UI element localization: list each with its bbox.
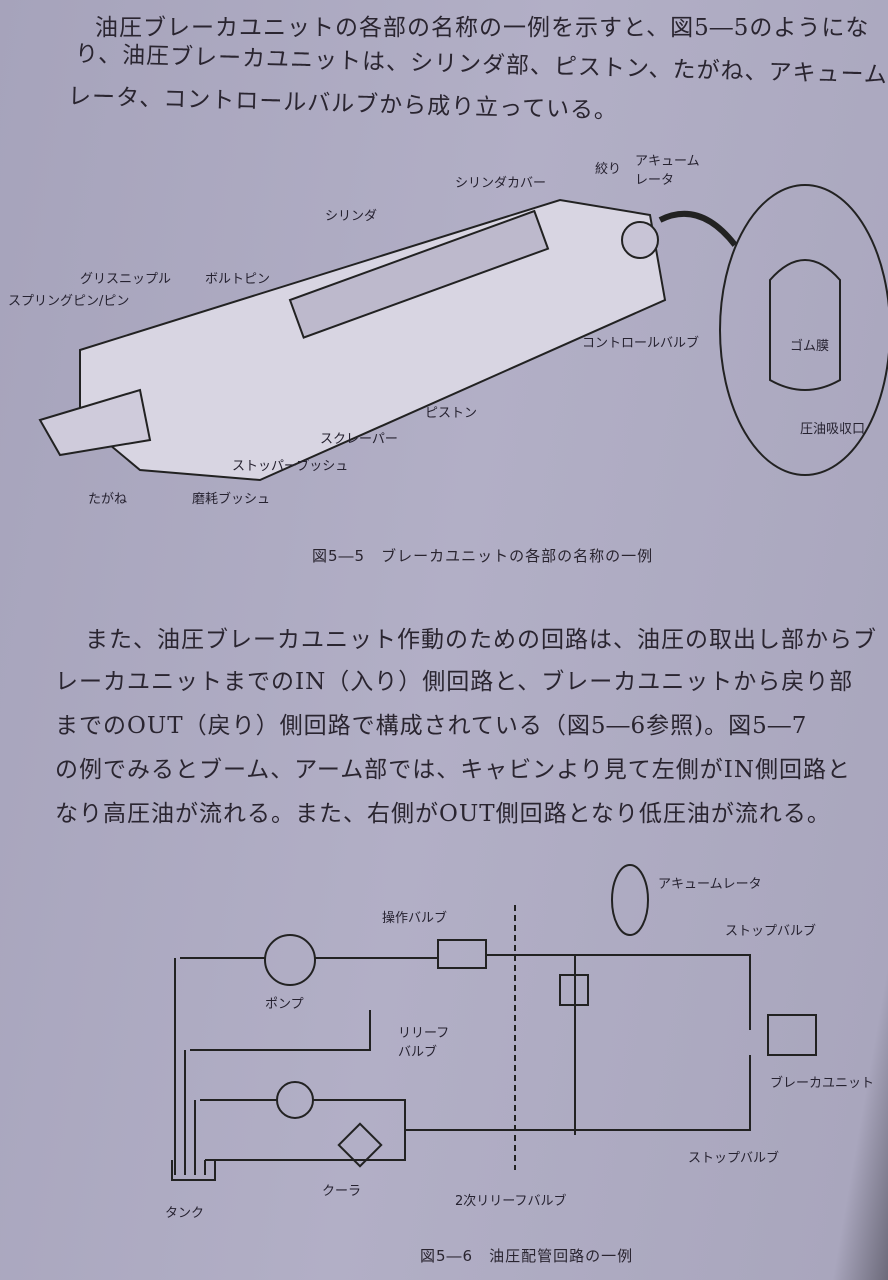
label-tank: タンク xyxy=(165,1206,205,1221)
label-wear-bush: 磨耗ブッシュ xyxy=(192,492,271,507)
label-piston: ピストン xyxy=(425,406,478,421)
label-pump: ポンプ xyxy=(265,997,304,1012)
label-secondary-relief: 2次リリーフバルブ xyxy=(455,1194,567,1209)
label-bolt-pin: ボルトピン xyxy=(205,272,271,287)
label-stopper-bush: ストッパーブッシュ xyxy=(232,459,349,474)
text-line: の例でみるとブーム、アーム部では、キャビンより見て左側がIN側回路と xyxy=(55,757,851,783)
label-stop-valve-top: ストップバルブ xyxy=(725,924,817,939)
label-stop-valve-bottom: ストップバルブ xyxy=(688,1151,780,1166)
text-line: なり高圧油が流れる。また、右側がOUT側回路となり低圧油が流れる。 xyxy=(55,801,831,827)
text-line: レーカユニットまでのIN（入り）側回路と、ブレーカユニットから戻り部 xyxy=(55,669,854,695)
figure-5-6-caption: 図5―6 油圧配管回路の一例 xyxy=(420,1247,634,1265)
label-cylinder-cover: シリンダカバー xyxy=(455,176,547,191)
label-throttle: 絞り xyxy=(595,162,622,177)
accumulator-detail xyxy=(658,184,888,476)
label-rubber-membrane: ゴム膜 xyxy=(790,339,830,354)
label-control-valve: コントロールバルブ xyxy=(582,336,700,351)
label-accumulator: アキューム レータ xyxy=(635,154,700,188)
label-cooler: クーラ xyxy=(322,1184,362,1199)
label-accumulator: アキュームレータ xyxy=(658,877,762,892)
label-cylinder: シリンダ xyxy=(325,209,378,224)
label-spring-pin: スプリングピン/ピン xyxy=(8,294,130,309)
label-chisel: たがね xyxy=(88,492,128,507)
text-line: また、油圧ブレーカユニット作動のための回路は、油圧の取出し部からブ xyxy=(85,627,877,653)
text-line: 油圧ブレーカユニットの各部の名称の一例を示すと、図5―5のようにな xyxy=(95,15,870,41)
breaker-unit-drawing xyxy=(38,198,667,482)
label-grease-nipple: グリスニップル xyxy=(80,272,172,287)
label-scraper: スクレーパー xyxy=(320,432,398,447)
label-operation-valve: 操作バルブ xyxy=(382,911,448,926)
label-inlet: 圧油吸収口 xyxy=(800,422,866,437)
circuit-diagram xyxy=(171,864,817,1181)
figure-5-5-caption: 図5―5 ブレーカユニットの各部の名称の一例 xyxy=(312,547,654,565)
label-relief-valve: リリーフ バルブ xyxy=(398,1026,450,1060)
text-line: までのOUT（戻り）側回路で構成されている（図5―6参照)。図5―7 xyxy=(55,713,808,739)
label-breaker-unit: ブレーカユニット xyxy=(770,1076,875,1091)
